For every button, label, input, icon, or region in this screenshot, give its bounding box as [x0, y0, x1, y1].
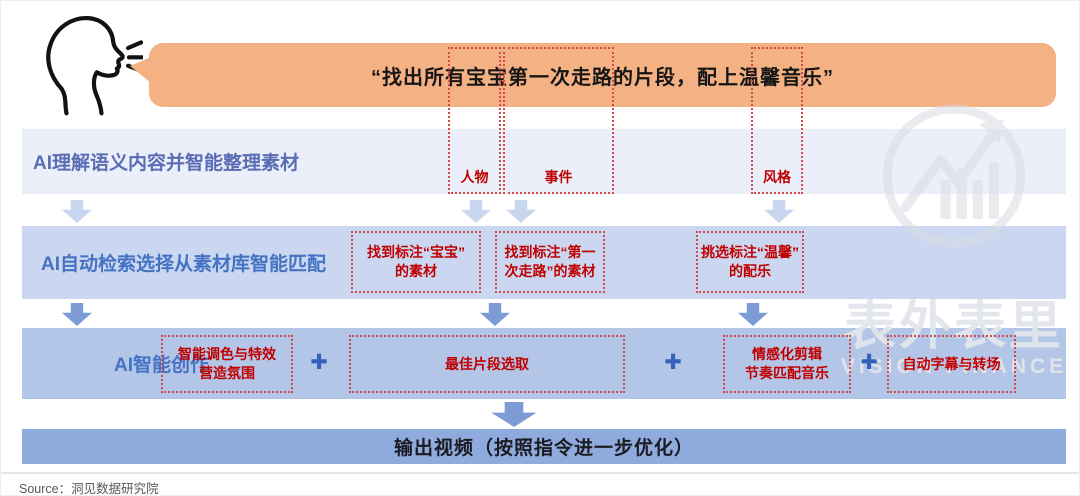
- semantic-tag-style-box: 风格: [751, 47, 803, 194]
- source-credit: Source：洞见数据研究院: [19, 482, 159, 496]
- stage1-label: AI理解语义内容并智能整理素材: [33, 153, 300, 174]
- plus-icon: ✚: [310, 351, 328, 374]
- down-arrow-icon: [491, 402, 537, 427]
- down-arrow-icon: [763, 200, 795, 223]
- down-arrow-icon: [505, 200, 537, 223]
- semantic-tag-person-label: 人物: [460, 169, 489, 185]
- down-arrow-icon: [737, 303, 769, 326]
- footer-divider: [1, 472, 1079, 474]
- emotional-editing-line1: 情感化剪辑: [752, 346, 822, 363]
- down-arrow-icon: [479, 303, 511, 326]
- match-warm-music-line2: 的配乐: [729, 263, 771, 279]
- stage2-label: AI自动检索选择从素材库智能匹配: [41, 254, 327, 275]
- voice-command-text: “找出所有宝宝第一次走路的片段，配上温馨音乐”: [371, 66, 834, 89]
- auto-subtitle-transition-box: 自动字幕与转场: [887, 335, 1016, 393]
- plus-icon: ✚: [664, 351, 682, 374]
- output-label: 输出视频（按照指令进一步优化）: [393, 438, 694, 459]
- semantic-tag-event-box: 事件: [503, 47, 614, 194]
- down-arrow-icon: [460, 200, 492, 223]
- voice-command-bubble: “找出所有宝宝第一次走路的片段，配上温馨音乐”: [130, 43, 1056, 107]
- semantic-tag-person-box: 人物: [448, 47, 501, 194]
- match-warm-music-line1: 挑选标注“温馨”: [701, 244, 799, 261]
- bubble-tail: [130, 57, 151, 83]
- smart-color-effects-box: 智能调色与特效 营造氛围: [161, 335, 293, 393]
- speaking-person-icon: [46, 16, 143, 116]
- smart-color-effects-line2: 营造氛围: [199, 365, 255, 381]
- smart-color-effects-line1: 智能调色与特效: [178, 346, 276, 363]
- best-clip-selection-label: 最佳片段选取: [445, 355, 529, 372]
- match-baby-material-line2: 的素材: [395, 263, 437, 279]
- plus-icon: ✚: [860, 351, 878, 374]
- match-firststeps-material-line2: 次走路”的素材: [504, 263, 596, 279]
- match-baby-material-line1: 找到标注“宝宝”: [367, 244, 465, 261]
- down-arrow-icon: [61, 200, 93, 223]
- down-arrow-icon: [61, 303, 93, 326]
- match-baby-material-box: 找到标注“宝宝” 的素材: [351, 231, 481, 293]
- match-firststeps-material-line1: 找到标注“第一: [504, 244, 596, 261]
- semantic-tag-event-label: 事件: [544, 169, 573, 185]
- emotional-editing-line2: 节奏匹配音乐: [745, 365, 829, 381]
- auto-subtitle-transition-label: 自动字幕与转场: [902, 355, 1001, 372]
- match-firststeps-material-box: 找到标注“第一 次走路”的素材: [495, 231, 605, 293]
- emotional-editing-box: 情感化剪辑 节奏匹配音乐: [723, 335, 851, 393]
- semantic-tag-style-label: 风格: [763, 169, 791, 185]
- best-clip-selection-box: 最佳片段选取: [349, 335, 625, 393]
- match-warm-music-box: 挑选标注“温馨” 的配乐: [696, 231, 804, 293]
- output-band: 输出视频（按照指令进一步优化）: [22, 429, 1066, 464]
- stage3-band: AI智能创作: [22, 328, 1066, 399]
